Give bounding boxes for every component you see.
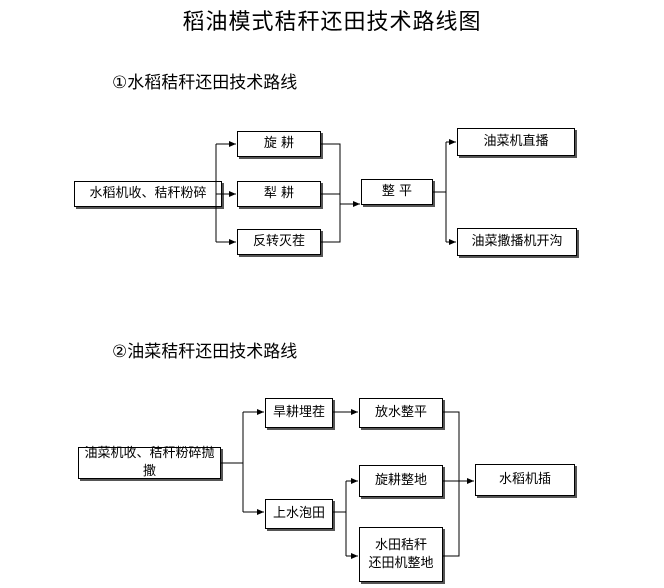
page-title: 稻油模式秸秆还田技术路线图	[182, 10, 482, 35]
route1-level-box: 整 平	[361, 179, 433, 205]
route2-start-box: 油菜机收、秸秆粉碎抛撒	[78, 446, 221, 479]
route1-heading: ①水稻秸秆还田技术路线	[112, 73, 298, 93]
route1-plow-box: 犁 耕	[237, 181, 321, 207]
route1-rotary-box: 旋 耕	[237, 131, 321, 157]
route1-start-box: 水稻机收、秸秆粉碎	[74, 181, 222, 207]
route2-heading: ②油菜秸秆还田技术路线	[112, 342, 298, 362]
route2-transplant-box: 水稻机插	[475, 464, 575, 496]
route2-drain-level-box: 放水整平	[359, 398, 443, 428]
route2-flood-box: 上水泡田	[265, 499, 333, 529]
route2-paddy-machine-box: 水田秸秆 还田机整地	[359, 527, 443, 582]
route2-rotary-level-box: 旋耕整地	[359, 465, 443, 497]
route1-direct-seeding-box: 油菜机直播	[457, 128, 575, 156]
route1-broadcast-box: 油菜撒播机开沟	[457, 228, 577, 256]
route2-dry-plow-box: 旱耕埋茬	[265, 398, 333, 428]
route1-reverse-box: 反转灭茬	[237, 229, 321, 255]
